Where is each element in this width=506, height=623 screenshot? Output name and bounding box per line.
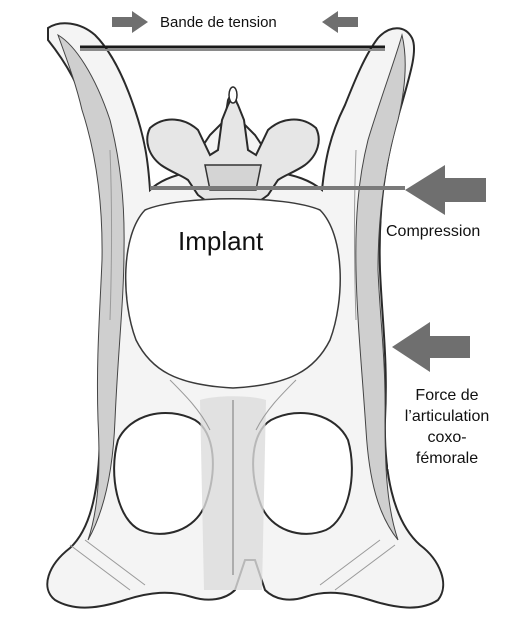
hip-force-label-line: fémorale	[388, 448, 506, 469]
hip-force-label: Force de l’articulation coxo- fémorale	[388, 385, 506, 469]
spinous-process	[229, 87, 237, 103]
hip-force-label-line: coxo-	[388, 427, 506, 448]
compression-label: Compression	[384, 223, 482, 241]
hip-force-label-line: l’articulation	[388, 406, 506, 427]
arrow-right-icon	[112, 11, 148, 33]
arrow-left-icon	[322, 11, 358, 33]
implant-label: Implant	[178, 228, 263, 254]
compression-arrow-icon	[405, 165, 486, 215]
hip-force-label-line: Force de	[388, 385, 506, 406]
hip-force-arrow-icon	[392, 322, 470, 372]
tension-band-label: Bande de tension	[158, 14, 279, 31]
right-obturator-foramen	[253, 413, 352, 534]
left-obturator-foramen	[114, 413, 213, 534]
